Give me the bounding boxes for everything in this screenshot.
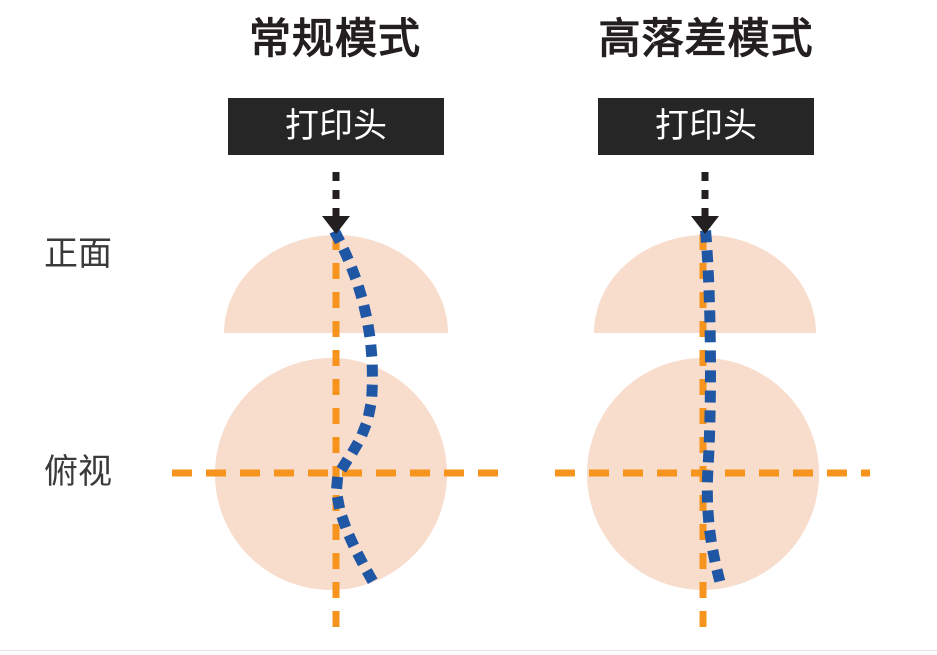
print-head-label-high-drop: 打印头 (598, 98, 814, 155)
row-label-top-view: 俯视 (44, 453, 112, 491)
down-arrow-icon-normal (322, 172, 350, 234)
bottom-divider (0, 650, 937, 651)
droplet-trajectory-high-drop (700, 230, 727, 589)
droplet-front-view-normal (224, 235, 448, 333)
droplet-front-view-high-drop (594, 235, 816, 333)
droplet-top-view-normal (215, 358, 447, 590)
column-title-high-drop: 高落差模式 (598, 15, 814, 62)
row-label-front-view: 正面 (44, 235, 112, 273)
down-arrow-icon-high-drop (691, 172, 719, 234)
print-head-label-normal: 打印头 (228, 98, 444, 155)
column-title-normal: 常规模式 (248, 15, 421, 62)
diagram-group-normal (172, 172, 500, 630)
diagram-group-high-drop (555, 172, 870, 630)
droplet-trajectory-normal (329, 228, 380, 588)
